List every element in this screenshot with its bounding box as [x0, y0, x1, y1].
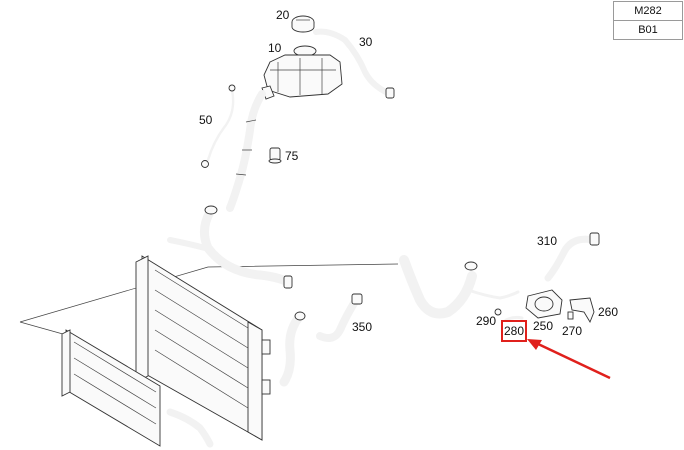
document-code-box: M282 B01 — [613, 1, 683, 40]
part-260-bracket[interactable] — [569, 297, 595, 324]
group-code: B01 — [614, 20, 682, 39]
part-280-hose[interactable] — [504, 315, 524, 322]
part-10-expansion-tank[interactable] — [261, 45, 343, 100]
part-250-water-pump[interactable] — [525, 289, 563, 319]
part-30-vent-hose[interactable] — [313, 28, 395, 99]
callout-250: 250 — [533, 319, 553, 333]
front-cooler[interactable] — [61, 329, 161, 447]
lower-radiator-hose[interactable] — [279, 311, 306, 387]
callout-280: 280 — [504, 324, 524, 338]
model-code: M282 — [634, 5, 662, 17]
callout-260: 260 — [598, 305, 618, 319]
callout-350: 350 — [352, 320, 372, 334]
callout-310: 310 — [537, 234, 557, 248]
highlight-arrow — [527, 339, 611, 380]
part-270-bolt[interactable] — [567, 311, 574, 320]
part-50-bleed-line[interactable] — [201, 84, 236, 168]
callout-labels: 20 10 30 50 75 310 260 290 250 270 280 3… — [199, 8, 618, 338]
main-feed-hose[interactable] — [226, 90, 266, 212]
upper-radiator-hose[interactable] — [167, 205, 293, 289]
callout-75: 75 — [285, 149, 299, 163]
callout-10: 10 — [268, 41, 282, 55]
callout-290: 290 — [476, 314, 496, 328]
callout-270: 270 — [562, 324, 582, 338]
part-75-plug[interactable] — [268, 147, 282, 164]
highlight-box-280 — [501, 320, 527, 342]
part-20-cap[interactable] — [291, 15, 315, 33]
callout-30: 30 — [359, 35, 373, 49]
part-310-hose[interactable] — [544, 232, 600, 282]
cooler-hose[interactable] — [166, 408, 214, 448]
callout-20: 20 — [276, 8, 290, 22]
pump-supply-hose[interactable] — [399, 255, 520, 319]
callout-50: 50 — [199, 113, 213, 127]
part-350-hose[interactable] — [316, 293, 363, 342]
part-290-clip[interactable] — [494, 308, 502, 316]
main-radiator[interactable] — [135, 255, 271, 441]
